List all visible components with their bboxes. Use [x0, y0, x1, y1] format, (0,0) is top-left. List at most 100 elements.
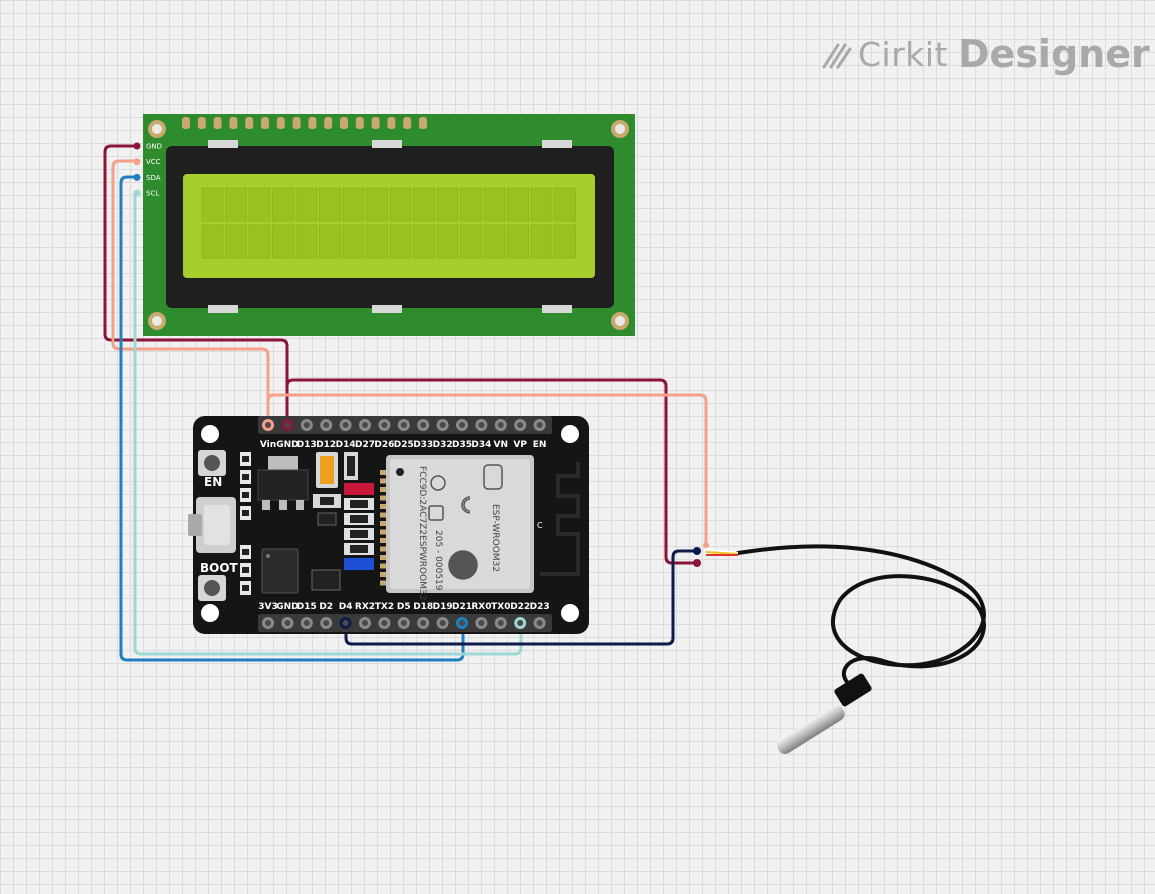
module-pad — [380, 572, 386, 577]
esp32-top-pin-pad-hole — [439, 422, 446, 428]
wire-lcd-gnd[interactable] — [103, 144, 289, 427]
esp32-top-pin-pad-hole — [517, 422, 524, 428]
esp32-top-pin-label: D26 — [374, 440, 394, 450]
lcd-char-cell — [530, 187, 553, 222]
lcd-header-pad — [292, 117, 301, 129]
esp32-top-pin-pad-hole — [478, 422, 485, 428]
esp32-bottom-pin-label: RX2 — [355, 602, 375, 612]
lcd-char-cell — [530, 224, 553, 259]
ds18b20-temperature-sensor[interactable] — [693, 542, 986, 757]
lcd-char-cell — [389, 187, 412, 222]
esp32-top-pin-label: GND — [276, 440, 298, 450]
sensor-pin-vcc[interactable] — [703, 542, 709, 548]
wire-lcd-scl[interactable] — [133, 191, 523, 656]
esp32-top-pin-pad-hole — [381, 422, 388, 428]
lcd-header-pads — [182, 117, 427, 129]
wire-sensor-vcc[interactable] — [266, 393, 708, 547]
esp32-top-pin-pad-hole — [265, 422, 271, 428]
esp32-bottom-pin-label: D21 — [452, 602, 472, 612]
esp32-top-pin-pad-hole — [284, 422, 291, 428]
boot-button[interactable] — [198, 575, 226, 601]
lcd-char-cell — [319, 224, 341, 259]
esp32-bottom-pin-pad-hole — [517, 620, 524, 626]
lcd-header-pad — [308, 117, 317, 129]
esp32-top-pin-label: D12 — [316, 440, 336, 450]
esp32-top-pin-pad-hole — [362, 422, 368, 428]
esp32-bottom-pin-label: TX2 — [375, 602, 394, 612]
esp32-top-pin-label: D13 — [297, 440, 317, 450]
lcd-pin-label: SDA — [146, 174, 161, 182]
lcd-char-cell — [389, 224, 412, 259]
module-pad — [380, 504, 386, 509]
brand-name-designer: Designer — [958, 32, 1150, 76]
lcd-header-pad — [419, 117, 427, 129]
usb-port[interactable] — [188, 497, 236, 553]
lcd-char-cell — [366, 187, 388, 222]
esp32-bottom-pin-pad-hole — [342, 620, 349, 626]
module-name-text: ESP-WROOM32 — [490, 504, 500, 572]
module-certification-marks — [428, 464, 503, 580]
esp32-top-pin-label: D25 — [394, 440, 414, 450]
lcd-char-cell — [342, 187, 365, 222]
esp32-top-pin-pad-hole — [323, 422, 330, 428]
boot-button-label: BOOT — [200, 561, 239, 575]
lcd-header-pad — [229, 117, 238, 129]
esp32-bottom-pin-pad-hole — [536, 620, 543, 626]
module-pad — [380, 521, 386, 526]
sensor-pin-gnd[interactable] — [693, 559, 701, 567]
module-solder-pads — [380, 470, 386, 586]
esp32-top-pin-pad-hole — [420, 422, 427, 428]
wire-sensor-data[interactable] — [344, 549, 699, 646]
module-pad — [380, 563, 386, 569]
wire-lcd-vcc[interactable] — [111, 159, 270, 427]
lcd-char-cell — [507, 187, 529, 222]
esp32-bottom-pin-label: D19 — [433, 602, 453, 612]
esp32-bottom-pin-label: GND — [276, 602, 298, 612]
esp32-smd-resistors — [240, 452, 251, 595]
esp32-bottom-pin-pad-hole — [439, 620, 446, 626]
svg-text:C: C — [537, 521, 543, 530]
lcd-pin-label: SCL — [146, 190, 159, 198]
sensor-cable — [736, 544, 986, 692]
esp32-bottom-pin-label: D22 — [510, 602, 530, 612]
esp32-bottom-pin-pad-hole — [400, 620, 407, 626]
lcd-char-cell — [295, 224, 318, 259]
status-led-strip — [344, 483, 374, 570]
lcd-char-cell — [342, 224, 365, 259]
sensor-probe — [776, 705, 845, 754]
esp32-bottom-pin-pad-hole — [381, 620, 388, 626]
usb-serial-chip — [261, 548, 299, 594]
lcd-header-pad — [403, 117, 412, 129]
esp32-bottom-pin-label: D4 — [339, 602, 353, 612]
esp32-bottom-pin-pad-hole — [497, 620, 504, 626]
wire-sensor-gnd[interactable] — [285, 378, 699, 565]
esp32-top-pin-pad-hole — [536, 422, 543, 428]
module-serial-text: 205 - 000519 — [433, 530, 443, 591]
lcd-mounting-holes — [148, 120, 629, 330]
sensor-pin-data[interactable] — [693, 547, 701, 555]
lcd-char-cell — [248, 224, 271, 259]
lcd-header-pad — [182, 117, 190, 129]
esp32-top-pin-label: D33 — [413, 440, 433, 450]
en-button[interactable] — [198, 450, 226, 476]
esp32-top-pin-label: Vin — [260, 440, 276, 450]
lcd-header-pad — [245, 117, 254, 129]
lcd-char-cell — [413, 187, 435, 222]
esp32-top-pin-label: D34 — [471, 440, 491, 450]
esp32-bottom-pin-label: D5 — [397, 602, 411, 612]
wire-lcd-sda[interactable] — [119, 175, 465, 662]
module-pad — [380, 529, 386, 535]
lcd-char-cell — [483, 224, 506, 259]
lcd-char-cell — [483, 187, 506, 222]
en-button-label: EN — [204, 475, 222, 489]
lcd-char-cell — [436, 187, 459, 222]
lcd-header-pad — [387, 117, 396, 129]
lcd-char-cell — [225, 224, 247, 259]
esp32-bottom-pin-pad-hole — [478, 620, 485, 626]
esp32-bottom-pin-pad-hole — [420, 620, 427, 626]
esp32-top-pin-pads — [262, 419, 546, 431]
